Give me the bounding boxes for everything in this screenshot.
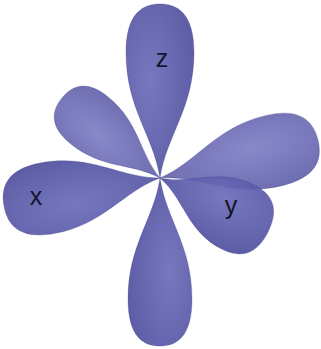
axis-label: z [156, 46, 169, 71]
orbital-lobe [126, 4, 194, 178]
orbital-lobe [144, 146, 284, 264]
orbital-lobe [0, 143, 166, 242]
axis-label: x [30, 184, 43, 209]
axis-label: y [225, 193, 238, 218]
